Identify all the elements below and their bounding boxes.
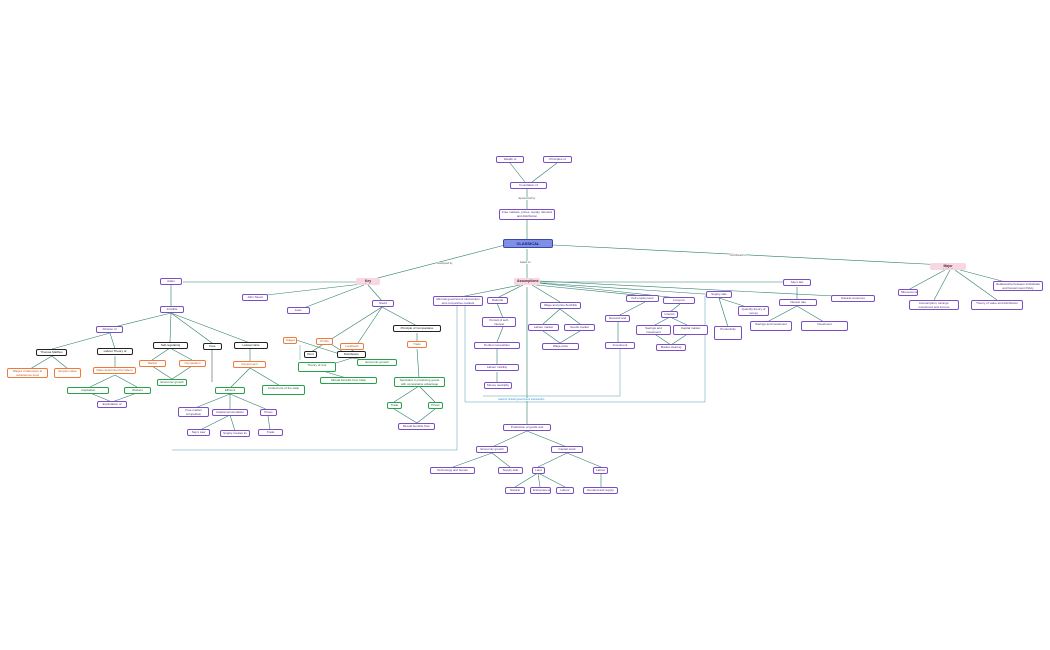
node-money-neutral[interactable]: Money neutrality bbox=[484, 382, 512, 389]
node-malthus[interactable]: Thomas Malthus bbox=[36, 349, 67, 356]
node-perfect[interactable]: Perfect competition bbox=[474, 342, 520, 349]
node-trade-a[interactable]: Trade bbox=[387, 402, 402, 409]
node-wage-flex[interactable]: Wage and price flexibility bbox=[540, 302, 581, 309]
node-adam-smith[interactable]: Adam Smith bbox=[160, 278, 182, 285]
node-savings[interactable]: Interest rate bbox=[661, 311, 678, 318]
node-say[interactable]: Jean-Baptiste Say bbox=[287, 307, 310, 314]
hub-major-contributions[interactable]: Major contributions bbox=[930, 263, 966, 270]
node-competition[interactable]: Competition bbox=[179, 360, 206, 367]
node-market-economy[interactable]: Market economy bbox=[139, 360, 166, 367]
node-economic-growth[interactable]: Economic growth bbox=[476, 446, 508, 453]
node-labour-mob[interactable]: Labour mobility bbox=[475, 364, 519, 371]
node-labour-market[interactable]: Labour market bbox=[528, 324, 559, 331]
node-investment-2[interactable]: Investment bbox=[801, 321, 848, 331]
node-quantity-a[interactable]: Demand and supply bbox=[605, 315, 630, 322]
node-capital-market[interactable]: Savings and investment bbox=[636, 325, 671, 335]
node-principles[interactable]: Principles of Political Economy bbox=[543, 156, 572, 163]
node-specialize[interactable]: Specialize in producing goods with compa… bbox=[394, 377, 445, 387]
node-mutual-2[interactable]: Mutual benefits from trade bbox=[398, 423, 435, 430]
node-labour-theory[interactable]: Labour Theory of Value bbox=[97, 348, 133, 355]
node-wages[interactable]: Wages bbox=[283, 337, 297, 344]
node-value-labour[interactable]: Value determined by labour bbox=[93, 367, 136, 374]
node-savings-2[interactable]: Savings and investment bbox=[750, 321, 792, 331]
node-land[interactable]: Land bbox=[532, 467, 545, 474]
node-foundation[interactable]: Foundation of economics bbox=[510, 182, 547, 189]
node-capitalists[interactable]: Capitalists bbox=[67, 387, 109, 394]
node-market-clear-2[interactable]: Market clearing bbox=[656, 344, 686, 351]
node-comparative[interactable]: Principle of Comparative Advantage bbox=[393, 325, 441, 332]
node-distribution[interactable]: Distribution Theory bbox=[337, 351, 366, 358]
node-productivity[interactable]: Productivity bbox=[714, 326, 742, 340]
node-loanable[interactable]: Natural resources bbox=[831, 295, 875, 302]
node-technology[interactable]: Technology and human capital bbox=[430, 467, 475, 474]
node-efficient-allocation[interactable]: Efficient allocation of resources bbox=[215, 387, 245, 394]
node-capital-stock[interactable]: Capital stock bbox=[551, 446, 583, 453]
node-demand-b[interactable]: Demand and supply bbox=[583, 487, 618, 494]
node-quantity-theory[interactable]: Quantity theory of money bbox=[738, 306, 769, 316]
node-say-law-a[interactable]: Long-run equilibrium bbox=[663, 297, 695, 304]
edge-needs: need for limited government intervention bbox=[498, 398, 545, 401]
node-supply-side[interactable]: Supply-side economics bbox=[706, 291, 732, 298]
hub-assumptions[interactable]: Assumptions bbox=[514, 278, 540, 285]
edge-contributed: contributed to bbox=[730, 254, 746, 257]
node-relation[interactable]: Relationship between Individuals and Gov… bbox=[993, 281, 1043, 291]
node-limited-state[interactable]: Limited role of the state bbox=[262, 385, 305, 395]
node-ricardo[interactable]: David Ricardo bbox=[372, 300, 394, 307]
node-invisible-hand[interactable]: Invisible hand bbox=[160, 306, 184, 313]
node-wage-price[interactable]: Wage-price adjustments bbox=[542, 343, 579, 350]
node-trade-s[interactable]: Trade bbox=[258, 429, 283, 436]
node-laissez-faire[interactable]: Laissez-faire economics bbox=[234, 342, 268, 349]
node-supply-demand[interactable]: Supply creates its own demand bbox=[220, 430, 250, 437]
node-mill[interactable]: John Stuart Mill bbox=[242, 294, 268, 301]
node-mutual[interactable]: Mutual benefits from trade bbox=[320, 377, 377, 384]
node-natural-resources[interactable]: Natural resources bbox=[505, 487, 525, 494]
node-say-law-s[interactable]: Say's Law bbox=[187, 429, 210, 436]
node-economic-growth-r[interactable]: Economic growth bbox=[357, 359, 397, 366]
node-accumulation[interactable]: Capital accumulation bbox=[212, 409, 248, 416]
node-wealth-of-nations[interactable]: Wealth of Nations bbox=[496, 156, 524, 163]
node-wage-subsistence[interactable]: Wages of labourers at subsistence level bbox=[7, 368, 48, 378]
node-market-clearing[interactable]: Capital market bbox=[673, 325, 708, 335]
edge-based: based on bbox=[520, 261, 531, 264]
node-theory-value[interactable]: Theory of value and distribution bbox=[971, 300, 1023, 310]
node-profits[interactable]: Profits bbox=[316, 338, 333, 345]
node-trade-b[interactable]: Prices bbox=[428, 402, 443, 409]
node-free-trade[interactable]: Free trade bbox=[203, 343, 222, 350]
node-labour[interactable]: Labour bbox=[593, 467, 608, 474]
node-micro[interactable]: Microeconomics bbox=[898, 289, 918, 296]
node-selfint[interactable]: Pursuit of self-interest bbox=[482, 317, 516, 327]
node-econ-growth-smith[interactable]: Economic growth bbox=[157, 379, 187, 386]
node-production[interactable]: Production of goods and services bbox=[503, 424, 551, 431]
node-landlords[interactable]: Landlords bbox=[340, 343, 364, 350]
node-investment-a[interactable]: Investment bbox=[605, 342, 635, 349]
node-interest-rate[interactable]: Interest rate bbox=[779, 299, 817, 306]
hub-key-scholars[interactable]: Key scholars bbox=[356, 278, 380, 285]
node-rational[interactable]: Rational individuals bbox=[487, 297, 508, 304]
node-supply-capacity[interactable]: Supply-side economics bbox=[498, 467, 523, 474]
node-prices[interactable]: Prices bbox=[260, 409, 277, 416]
node-classical-economics[interactable]: CLASSICAL ECONOMICS bbox=[503, 239, 553, 248]
node-goods-market[interactable]: Goods market bbox=[564, 324, 595, 331]
node-surplus[interactable]: Surplus value bbox=[54, 368, 81, 378]
node-govt-intervention[interactable]: Government intervention bbox=[233, 361, 266, 368]
node-rent-theory[interactable]: Theory of rent bbox=[298, 362, 336, 372]
node-workers[interactable]: Workers bbox=[124, 387, 151, 394]
node-exploitation[interactable]: Exploitation of labour bbox=[97, 401, 127, 408]
node-money-supply[interactable]: Say's law bbox=[783, 279, 811, 286]
node-specialize-o[interactable]: Trade bbox=[407, 341, 427, 348]
node-markets[interactable]: Free markets, prices, supply, demand and… bbox=[499, 209, 555, 220]
node-entrepreneurship[interactable]: Entrepreneurship bbox=[530, 487, 551, 494]
node-rent[interactable]: Rent bbox=[304, 351, 317, 358]
node-market-comp[interactable]: Free market competition bbox=[178, 407, 209, 417]
node-labour-b[interactable]: Labour bbox=[556, 487, 574, 494]
node-macro[interactable]: Consumption, savings, investment and inc… bbox=[909, 300, 959, 310]
edge-represented: represented by bbox=[518, 197, 536, 200]
edge-developed: developed by bbox=[437, 262, 453, 265]
node-minimal-govt[interactable]: Minimal government intervention and comp… bbox=[433, 296, 483, 306]
node-self-regulating[interactable]: Self-regulating market bbox=[153, 342, 188, 349]
node-full-emp[interactable]: Full employment bbox=[626, 295, 659, 302]
node-division-labour[interactable]: Division of labour bbox=[96, 326, 123, 333]
